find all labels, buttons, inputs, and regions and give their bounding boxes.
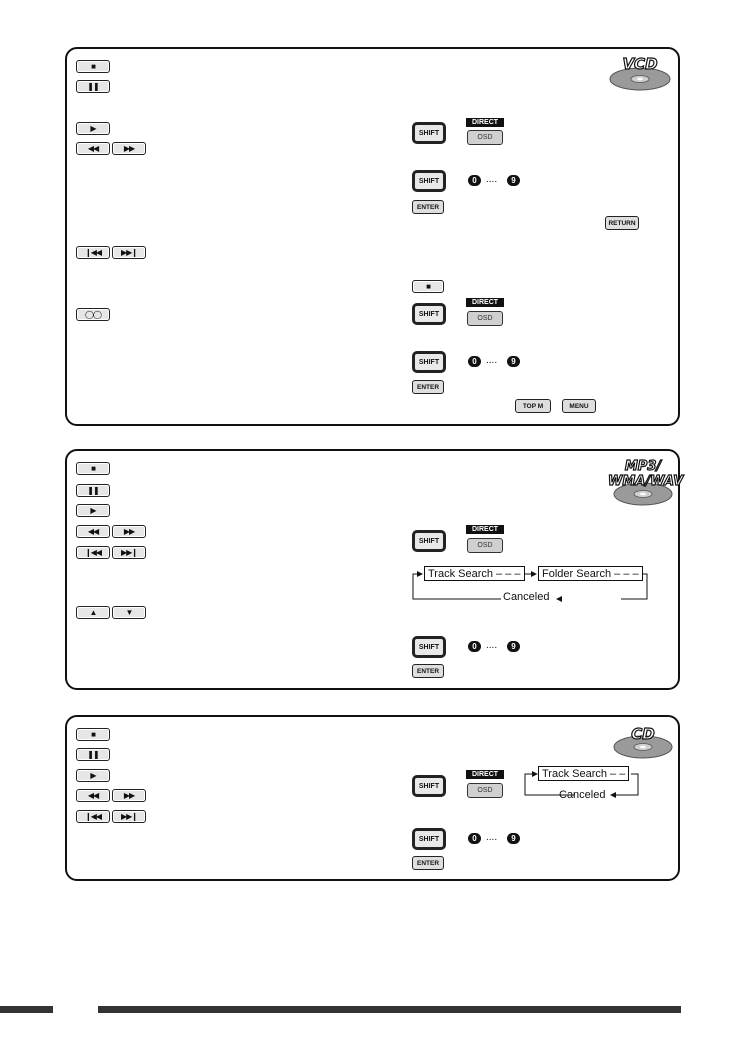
shift-key: SHIFT (412, 170, 446, 192)
stop-key: ■ (412, 280, 444, 293)
cd-disc-label: CD (631, 725, 656, 743)
osd-key: OSD (467, 783, 503, 798)
vcd-panel: ■ ❚❚ ▶ ◀◀ ▶▶ ❙◀◀ ▶▶❙ ◯◯ VCD SHIFT DIRECT… (65, 47, 680, 426)
osd-key: OSD (467, 538, 503, 553)
folder-down-key: ▼ (112, 606, 146, 619)
next-key: ▶▶❙ (112, 546, 146, 559)
shift-key: SHIFT (412, 636, 446, 658)
track-search-box: Track Search – – – (424, 566, 525, 581)
digit-range-dots: .... (486, 355, 498, 366)
rewind-key: ◀◀ (76, 142, 110, 155)
digit-0-key: 0 (468, 175, 481, 186)
pause-key: ❚❚ (76, 484, 110, 497)
digit-9-key: 9 (507, 833, 520, 844)
previous-key: ❙◀◀ (76, 810, 110, 823)
footer-bar-left (0, 1006, 53, 1013)
audio-key: ◯◯ (76, 308, 110, 321)
top-menu-key: TOP M (515, 399, 551, 413)
direct-label: DIRECT (466, 525, 504, 534)
next-key: ▶▶❙ (112, 246, 146, 259)
stop-key: ■ (76, 60, 110, 73)
direct-label: DIRECT (466, 770, 504, 779)
stop-key: ■ (76, 728, 110, 741)
enter-key: ENTER (412, 200, 444, 214)
pause-key: ❚❚ (76, 748, 110, 761)
fast-forward-key: ▶▶ (112, 142, 146, 155)
canceled-label: Canceled (559, 789, 606, 801)
play-key: ▶ (76, 769, 110, 782)
shift-key: SHIFT (412, 530, 446, 552)
canceled-label: Canceled (503, 591, 550, 603)
cd-panel: ■ ❚❚ ▶ ◀◀ ▶▶ ❙◀◀ ▶▶❙ CD SHIFT DIRECT OSD… (65, 715, 680, 881)
fast-forward-key: ▶▶ (112, 789, 146, 802)
mp3-wma-wav-panel: ■ ❚❚ ▶ ◀◀ ▶▶ ❙◀◀ ▶▶❙ ▲ ▼ MP3/ WMA/WAV SH… (65, 449, 684, 690)
mp3-disc-label-line2: WMA/WAV (607, 474, 684, 489)
digit-0-key: 0 (468, 641, 481, 652)
folder-up-key: ▲ (76, 606, 110, 619)
digit-range-dots: .... (486, 832, 498, 843)
digit-0-key: 0 (468, 356, 481, 367)
enter-key: ENTER (412, 664, 444, 678)
digit-9-key: 9 (507, 356, 520, 367)
folder-search-box: Folder Search – – – (538, 566, 643, 581)
menu-key: MENU (562, 399, 596, 413)
mp3-disc-label-line1: MP3/ (624, 459, 662, 474)
rewind-key: ◀◀ (76, 525, 110, 538)
shift-key: SHIFT (412, 828, 446, 850)
next-key: ▶▶❙ (112, 810, 146, 823)
shift-key: SHIFT (412, 303, 446, 325)
digit-range-dots: .... (486, 640, 498, 651)
osd-key: OSD (467, 311, 503, 326)
shift-key: SHIFT (412, 122, 446, 144)
previous-key: ❙◀◀ (76, 546, 110, 559)
fast-forward-key: ▶▶ (112, 525, 146, 538)
enter-key: ENTER (412, 856, 444, 870)
stop-key: ■ (76, 462, 110, 475)
shift-key: SHIFT (412, 351, 446, 373)
rewind-key: ◀◀ (76, 789, 110, 802)
digit-range-dots: .... (486, 174, 498, 185)
cd-disc-icon (613, 735, 673, 759)
digit-9-key: 9 (507, 175, 520, 186)
footer-bar-right (98, 1006, 681, 1013)
osd-key: OSD (467, 130, 503, 145)
previous-key: ❙◀◀ (76, 246, 110, 259)
return-key: RETURN (605, 216, 639, 230)
play-key: ▶ (76, 122, 110, 135)
enter-key: ENTER (412, 380, 444, 394)
vcd-disc-label: VCD (622, 55, 658, 73)
digit-0-key: 0 (468, 833, 481, 844)
vcd-disc-icon (609, 67, 671, 91)
digit-9-key: 9 (507, 641, 520, 652)
cd-search-flow-lines (524, 771, 639, 798)
pause-key: ❚❚ (76, 80, 110, 93)
play-key: ▶ (76, 504, 110, 517)
track-search-box: Track Search – – (538, 766, 630, 781)
mp3-disc-icon (613, 482, 673, 506)
shift-key: SHIFT (412, 775, 446, 797)
direct-label: DIRECT (466, 298, 504, 307)
direct-label: DIRECT (466, 118, 504, 127)
